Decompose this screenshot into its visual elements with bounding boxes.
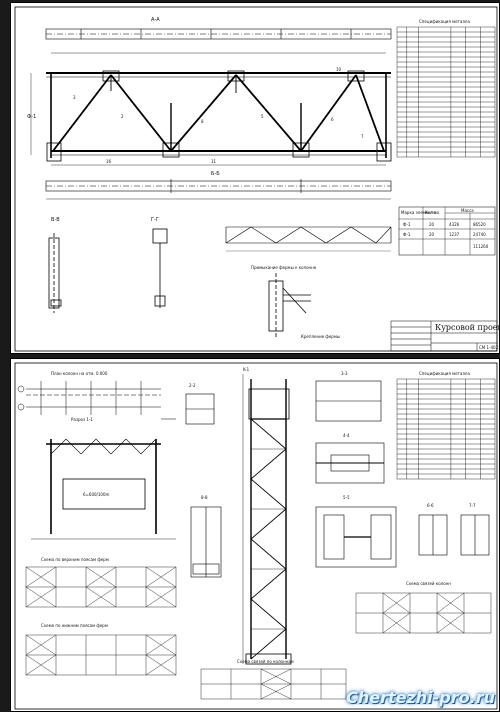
summary-cell: 20	[429, 232, 435, 237]
scheme-bottom-strip	[200, 668, 347, 700]
section-label-33: 3-3	[341, 371, 348, 376]
bottom-chord-plan	[45, 179, 392, 200]
watermark-logo: Chertezhi-pro.ru	[346, 688, 495, 707]
truss-elevation	[30, 52, 392, 166]
summary-cell: 20	[429, 222, 435, 227]
column-elevation	[242, 374, 292, 665]
summary-cell: 24740	[473, 232, 486, 237]
section-55-drawing	[315, 506, 397, 568]
svg-text:16: 16	[106, 159, 112, 164]
spec-title-top: Спецификация металла	[419, 19, 470, 24]
scheme-lower-chords	[25, 634, 177, 676]
svg-text:10: 10	[336, 67, 342, 72]
column-mark-label: K-1	[243, 367, 250, 372]
summary-header-mass: Масса	[461, 208, 474, 213]
section-33-drawing	[315, 380, 382, 422]
summary-cell: 1237	[449, 232, 460, 237]
section-22-drawing	[185, 393, 215, 425]
summary-cell: 4326	[449, 222, 460, 227]
node-detail-label: Крепление фермы	[301, 334, 340, 339]
section-title-11: Разрез 1-1	[71, 417, 93, 422]
section-label-22: 2-2	[189, 383, 196, 388]
drawing-sheet-top: А-А	[10, 2, 500, 354]
summary-cell: 86520	[473, 222, 486, 227]
section-label-gg: Г-Г	[151, 217, 159, 223]
summary-header-qty: Кол-во	[425, 210, 440, 215]
section-label-55: 5-5	[343, 495, 350, 500]
svg-text:2: 2	[121, 114, 124, 119]
section-66-drawing	[418, 514, 448, 556]
section-label-aa: А-А	[151, 17, 160, 23]
plan-title: План колонн на отм. 0.000	[51, 371, 108, 376]
summary-cell: Ф-1	[403, 222, 411, 227]
title-block	[390, 320, 498, 352]
svg-text:8: 8	[201, 119, 204, 124]
section-vv-drawing	[48, 233, 62, 313]
stamp-title: Курсовой проект	[435, 323, 500, 332]
summary-table: Марка элемента Кол-во Масса Ф-1 20 4326 …	[398, 206, 496, 256]
svg-text:11: 11	[211, 159, 217, 164]
node-detail-title: Примыкание фермы к колонне	[251, 265, 317, 270]
scheme-column-bracing	[355, 592, 492, 634]
stamp-code: СМ 1-402	[479, 345, 499, 350]
section-label-88: 8-8	[201, 495, 208, 500]
node-detail-drawing	[268, 273, 311, 338]
leader-labels: 3 2 8 5 6 7 10 16 11	[73, 67, 364, 164]
section-label-66: 6-6	[427, 503, 434, 508]
section-label-44: 4-4	[343, 433, 350, 438]
scheme-columns-title: Схема связей колонн	[406, 581, 451, 586]
svg-text:3: 3	[73, 95, 76, 100]
frame-drawing: План колонн на отм. 0.000 2-2 Разрез 1-1…	[14, 362, 498, 710]
svg-text:7: 7	[361, 134, 364, 139]
small-truss-scheme	[225, 226, 392, 252]
svg-text:6: 6	[331, 117, 334, 122]
summary-header-mark: Марка элемента	[401, 210, 436, 215]
scheme-upper-chords	[25, 566, 177, 608]
section-88-drawing	[190, 506, 222, 578]
spec-title-bottom: Спецификация металла	[419, 371, 470, 376]
truss-mark-label: Ф-1	[27, 114, 36, 120]
section-44-drawing	[315, 442, 385, 484]
scheme-bracing-title: Схема связей по колоннам	[237, 659, 294, 664]
drawing-sheet-bottom: План колонн на отм. 0.000 2-2 Разрез 1-1…	[10, 358, 500, 712]
column-plan	[17, 381, 161, 415]
span-label: 6=600/100m	[83, 492, 110, 497]
scheme-lower-title: Схема по нижним поясам ферм	[41, 623, 108, 628]
portal-frame	[31, 418, 176, 540]
section-label-vv: В-В	[51, 217, 60, 223]
section-gg-drawing	[152, 228, 168, 308]
section-label-bb: Б-Б	[211, 171, 220, 177]
summary-cell: Ф-1	[403, 232, 411, 237]
summary-total: 111260	[473, 244, 489, 249]
top-view-strip	[45, 28, 392, 40]
spec-table-top	[396, 26, 496, 158]
svg-text:5: 5	[261, 114, 264, 119]
section-77-drawing	[460, 514, 490, 556]
spec-table-bottom	[396, 378, 496, 480]
scheme-upper-title: Схема по верхним поясам ферм	[41, 557, 109, 562]
truss-drawing: А-А	[14, 6, 500, 352]
section-label-77: 7-7	[469, 503, 476, 508]
